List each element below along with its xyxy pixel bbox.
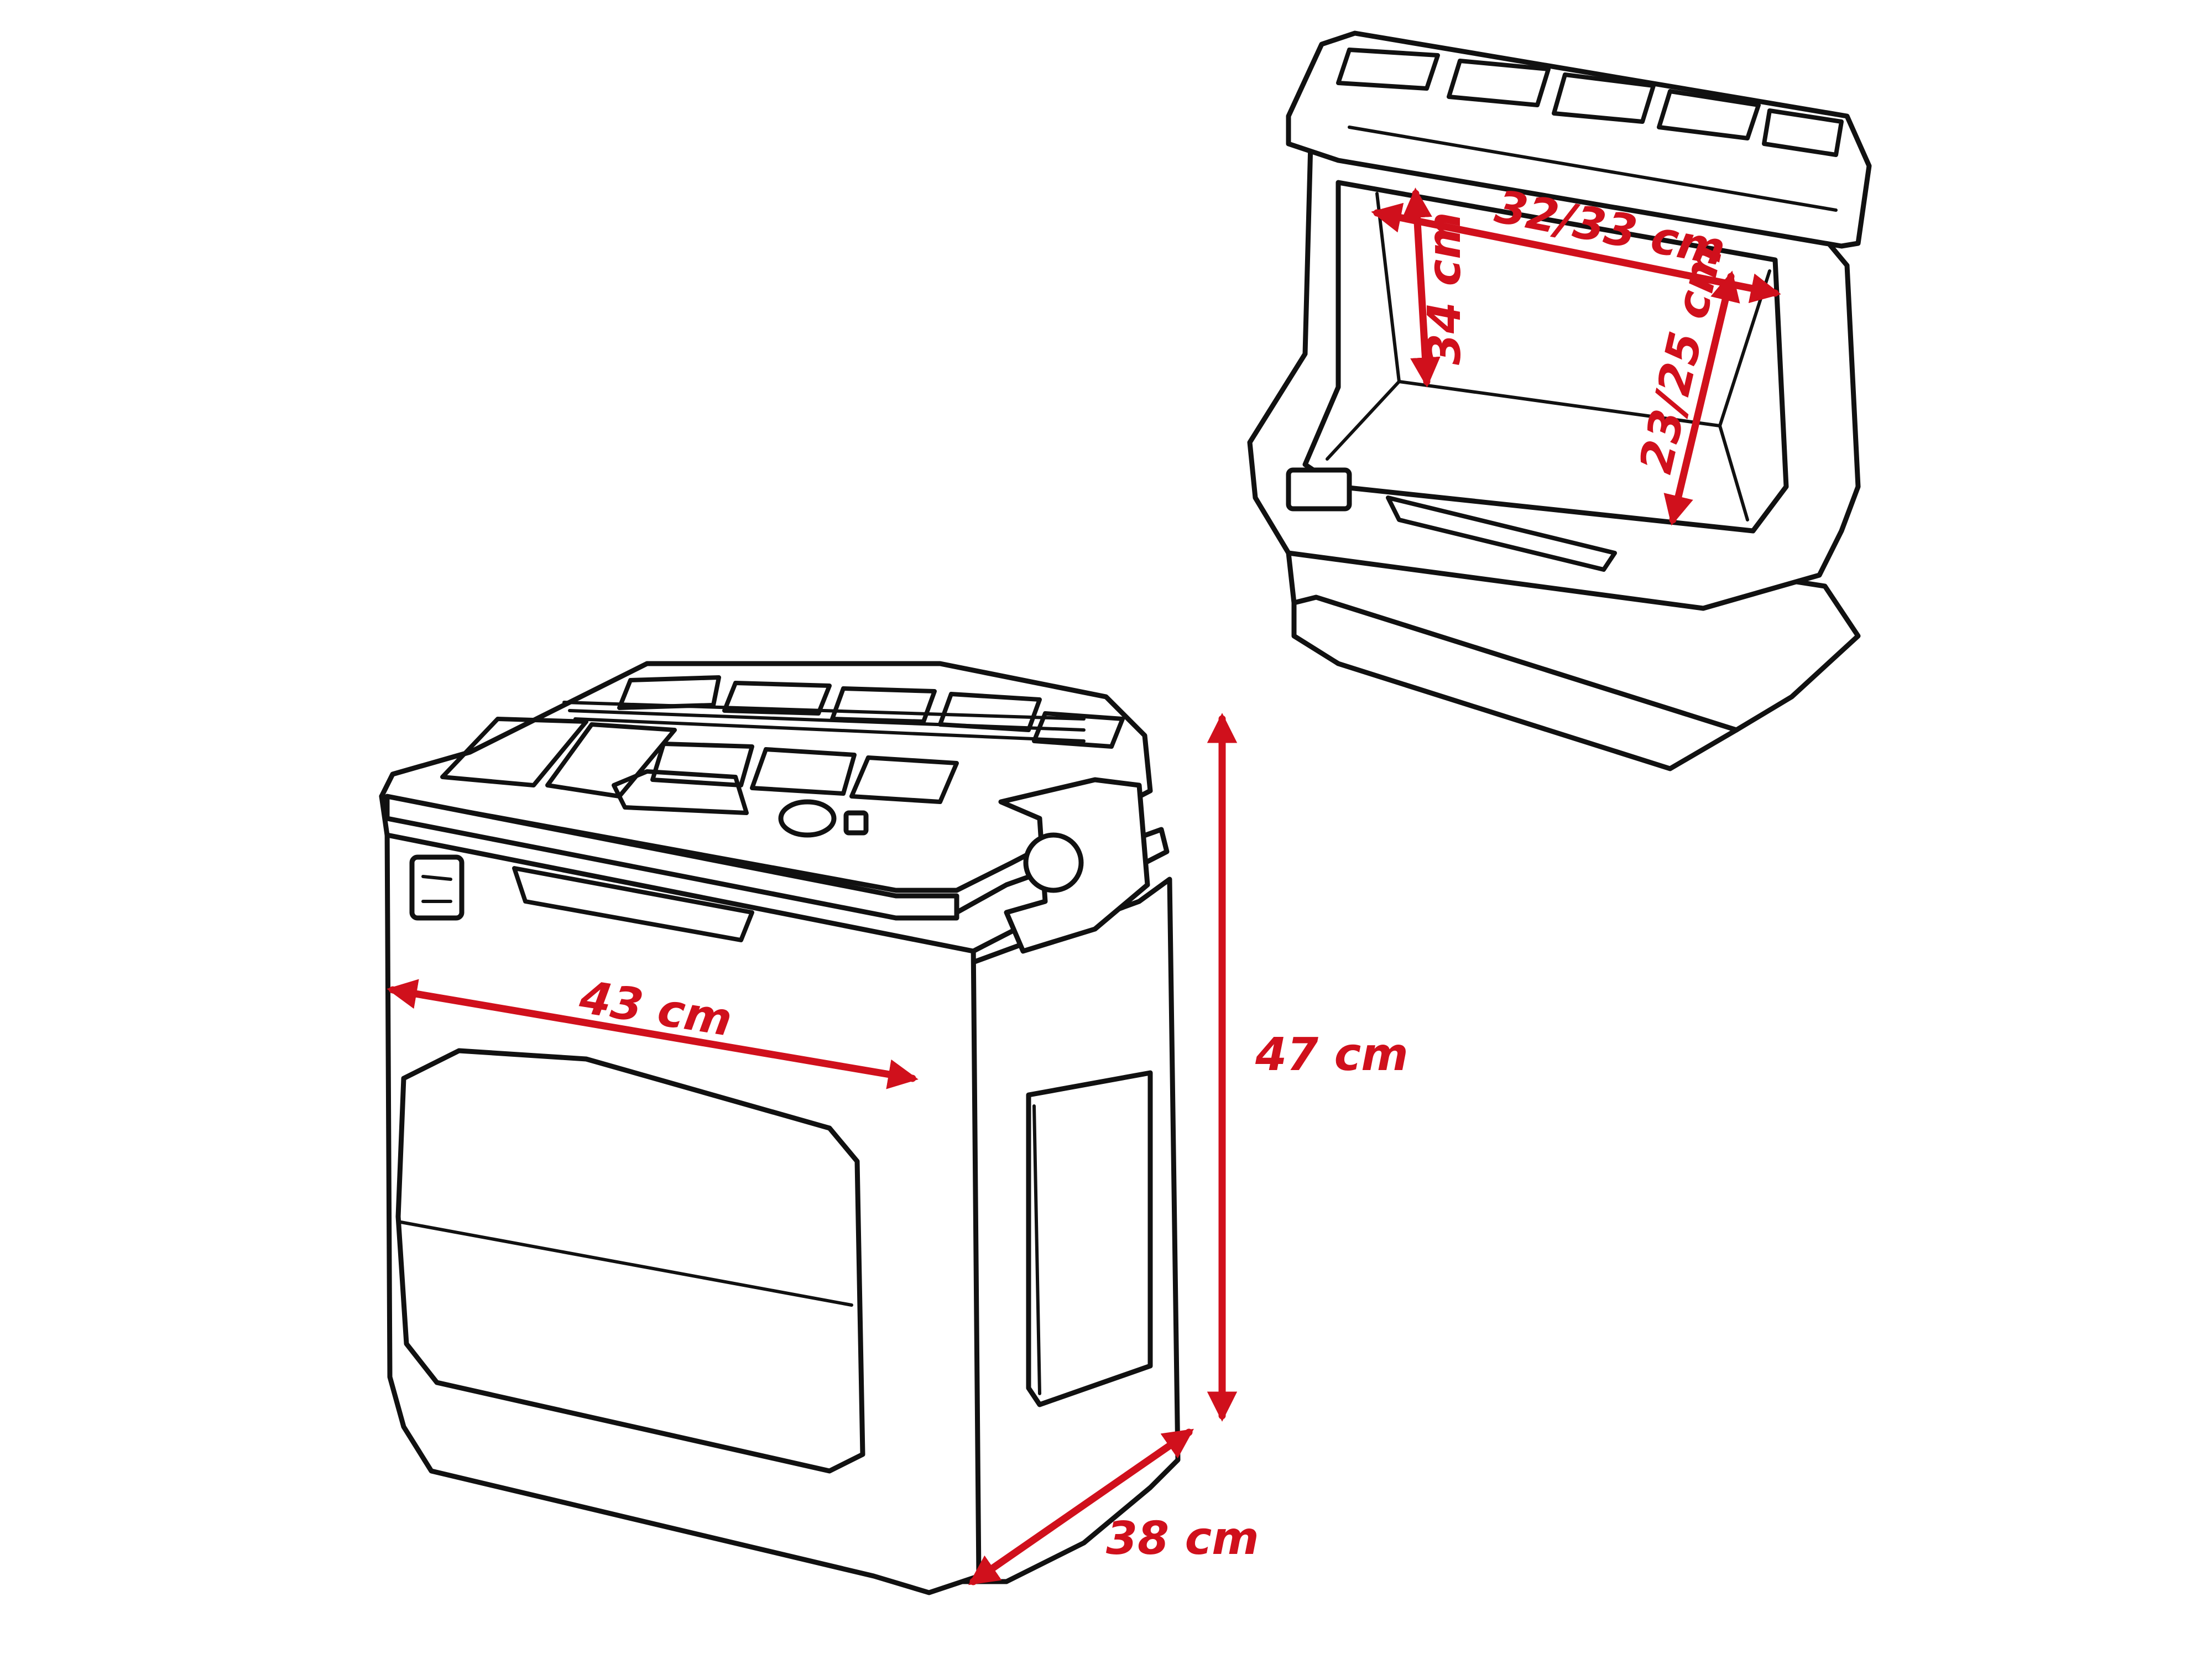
label-depth-outer: 38 cm bbox=[1106, 1512, 1259, 1565]
dimension-annotations: 43 cm 38 cm 47 cm 32/33 cm 34 cm 23/25 c… bbox=[387, 180, 1781, 1585]
dimension-arrow-depth-outer bbox=[968, 1428, 1194, 1585]
dimension-arrow-depth-inner bbox=[1663, 270, 1740, 526]
dimension-arrow-height-inner bbox=[1402, 187, 1441, 388]
open-cooler-drawing bbox=[1247, 30, 1872, 771]
dimension-arrow-width-outer bbox=[387, 979, 919, 1089]
label-height-inner: 34 cm bbox=[1418, 212, 1471, 365]
closed-cooler-drawing bbox=[379, 661, 1181, 1595]
label-height-outer: 47 cm bbox=[1255, 1029, 1408, 1081]
